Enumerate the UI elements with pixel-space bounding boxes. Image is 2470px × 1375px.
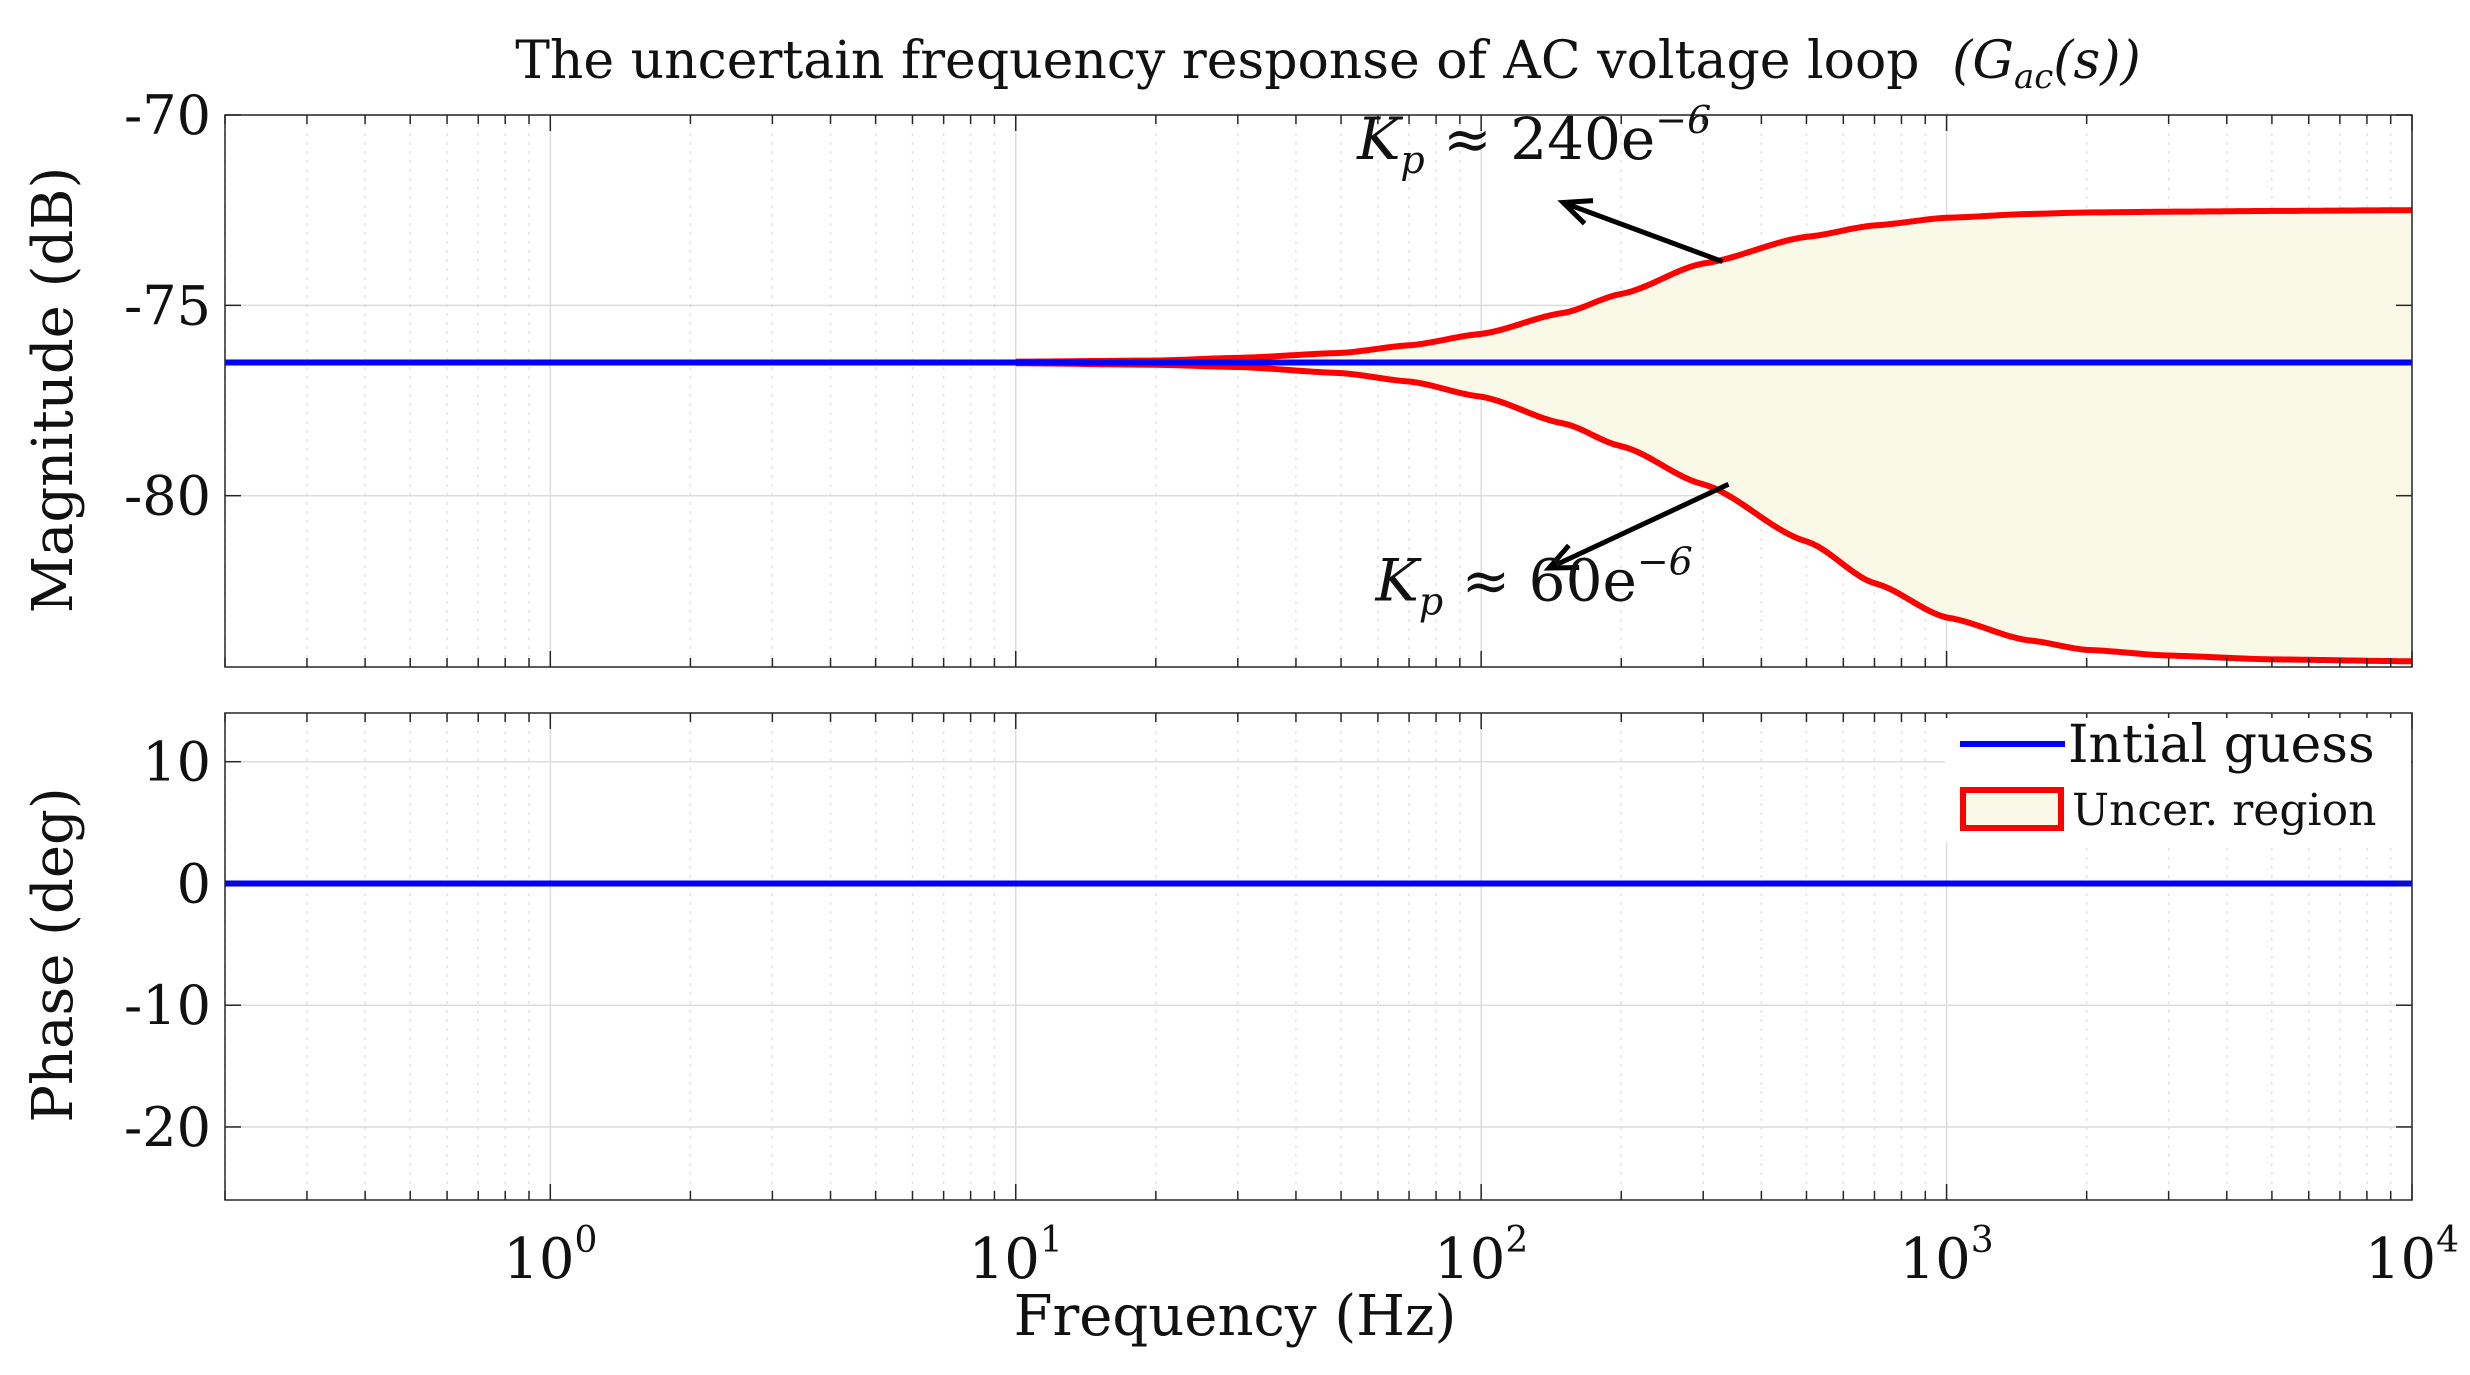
uncertainty-region-fill	[1015, 210, 2412, 662]
x-axis-label: Frequency (Hz)	[1014, 1284, 1457, 1349]
legend-swatch-uncer-region	[1960, 787, 2064, 831]
legend-label-uncer-region: Uncer. region	[2072, 785, 2376, 836]
annotations: Kp ≈ 240e−6 Kp ≈ 60e−6	[1356, 98, 1730, 623]
chart-title-math-tail: (s))	[2053, 31, 2141, 91]
magnitude-ytick-label: -75	[124, 274, 211, 337]
annotation-label-0: Kp ≈ 240e−6	[1356, 98, 1711, 182]
legend: Intial guess Uncer. region	[1945, 715, 2411, 842]
phase-ytick-label: 0	[177, 852, 211, 915]
phase-ytick-label: 10	[142, 731, 211, 794]
xtick-label: 102	[1434, 1220, 1528, 1292]
xtick-label: 104	[2365, 1220, 2459, 1292]
magnitude-ytick-label: -70	[124, 84, 211, 147]
xtick-label: 100	[503, 1220, 597, 1292]
legend-label-initial-guess: Intial guess	[2068, 715, 2375, 775]
phase-frame	[224, 712, 2413, 1201]
chart-title-math-sub: ac	[2014, 57, 2053, 97]
phase-ylabel: Phase (deg)	[21, 787, 86, 1122]
annotation-label-1: Kp ≈ 60e−6	[1375, 539, 1693, 623]
chart-title-text: The uncertain frequency response of AC v…	[515, 31, 1919, 91]
phase-ytick-label: -20	[124, 1096, 211, 1159]
phase-ytick-label: -10	[124, 974, 211, 1037]
chart-title: The uncertain frequency response of AC v…	[515, 31, 2141, 97]
xtick-label: 103	[1899, 1220, 1993, 1292]
uncertainty-upper-bound-line	[1015, 207, 2413, 365]
magnitude-axes: -70 -75 -80	[124, 84, 2413, 668]
annotation-arrow-head-0	[1557, 198, 1594, 226]
magnitude-frame	[224, 114, 2413, 668]
magnitude-data	[225, 207, 2413, 665]
annotation-arrow-head-1	[1543, 543, 1580, 571]
annotation-arrow-shaft-1	[1548, 482, 1730, 571]
chart-title-math: (G	[1952, 31, 2014, 91]
uncertainty-lower-bound-line	[1015, 360, 2413, 665]
magnitude-ylabel: Magnitude (dB)	[21, 167, 86, 614]
magnitude-ytick-label: -80	[124, 465, 211, 528]
xtick-label: 101	[969, 1220, 1063, 1292]
annotation-arrow-shaft-0	[1562, 200, 1724, 264]
